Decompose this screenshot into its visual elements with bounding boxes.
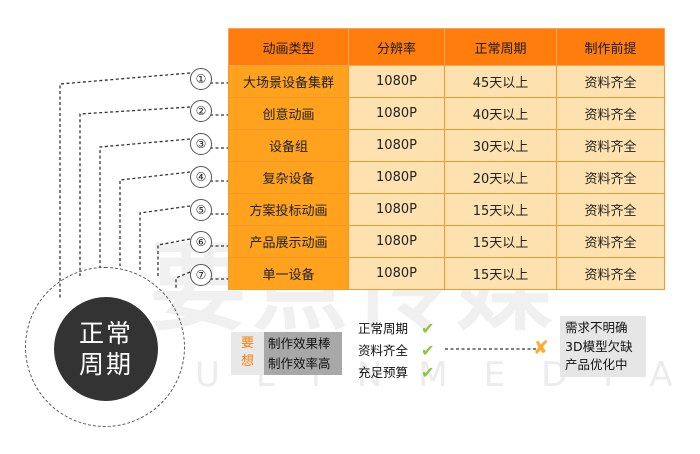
row-number-marker: ① [190,68,212,90]
condition-item: 资料齐全 [358,343,409,358]
want-label-box [231,332,264,375]
want-items-box: 制作效果棒 制作效率高 [264,332,342,375]
row-number-marker: ③ [190,133,212,155]
missing-item: 3D模型欠缺 [565,338,633,354]
want-item: 制作效果棒 [268,336,331,351]
row-resolution-cell: 1080P [348,129,445,162]
connector-4 [119,171,228,266]
cross-icon: ✘ [533,337,549,359]
header-resolution: 分辨率 [348,28,445,66]
row-period-cell: 15天以上 [444,257,557,290]
connector-3 [99,138,228,268]
table-header-row: 动画类型 分辨率 正常周期 制作前提 [228,28,665,66]
row-resolution-cell: 1080P [348,257,445,290]
want-label: 要 想 [240,336,254,369]
row-type-cell: 产品展示动画 [228,225,349,258]
connector-1 [59,72,228,300]
connector-6 [157,238,228,277]
condition-item: 充足预算 [358,365,409,380]
row-type-cell: 方案投标动画 [228,193,349,226]
row-period-cell: 20天以上 [444,161,557,194]
row-period-cell: 15天以上 [444,225,557,258]
row-prerequisite-cell: 资料齐全 [556,65,665,98]
missing-item: 产品优化中 [565,357,628,372]
row-prerequisite-cell: 资料齐全 [556,97,665,130]
check-icon: ✔ [421,341,435,360]
row-resolution-cell: 1080P [348,65,445,98]
row-period-cell: 40天以上 [444,97,557,130]
condition-item: 正常周期 [358,321,409,336]
row-prerequisite-cell: 资料齐全 [556,193,665,226]
row-number-marker: ⑥ [190,231,212,253]
row-type-cell: 大场景设备集群 [228,65,349,98]
row-number-marker: ④ [190,166,212,188]
row-period-cell: 15天以上 [444,193,557,226]
row-period-cell: 30天以上 [444,129,557,162]
hub-circle: 正常周期 [54,297,158,401]
missing-box: 需求不明确 3D模型欠缺 产品优化中 [560,316,646,377]
connector-5 [139,205,228,270]
header-period: 正常周期 [444,28,557,66]
row-resolution-cell: 1080P [348,161,445,194]
row-number-marker: ⑤ [190,199,212,221]
row-type-cell: 复杂设备 [228,161,349,194]
header-type: 动画类型 [228,28,349,66]
check-icon: ✔ [421,363,435,382]
want-item: 制作效率高 [268,356,331,371]
row-resolution-cell: 1080P [348,193,445,226]
row-period-cell: 45天以上 [444,65,557,98]
row-prerequisite-cell: 资料齐全 [556,257,665,290]
row-resolution-cell: 1080P [348,225,445,258]
hub-label: 正常周期 [78,319,133,379]
row-prerequisite-cell: 资料齐全 [556,161,665,194]
row-number-marker: ② [190,100,212,122]
row-resolution-cell: 1080P [348,97,445,130]
row-type-cell: 单一设备 [228,257,349,290]
row-prerequisite-cell: 资料齐全 [556,129,665,162]
row-type-cell: 设备组 [228,129,349,162]
row-prerequisite-cell: 资料齐全 [556,225,665,258]
connector-2 [79,106,228,276]
missing-item: 需求不明确 [565,320,628,335]
header-prerequisite: 制作前提 [556,28,665,66]
check-icon: ✔ [421,319,435,338]
hub-ring [25,267,185,427]
row-number-marker: ⑦ [190,264,212,286]
row-type-cell: 创意动画 [228,97,349,130]
connector-7 [175,271,228,290]
